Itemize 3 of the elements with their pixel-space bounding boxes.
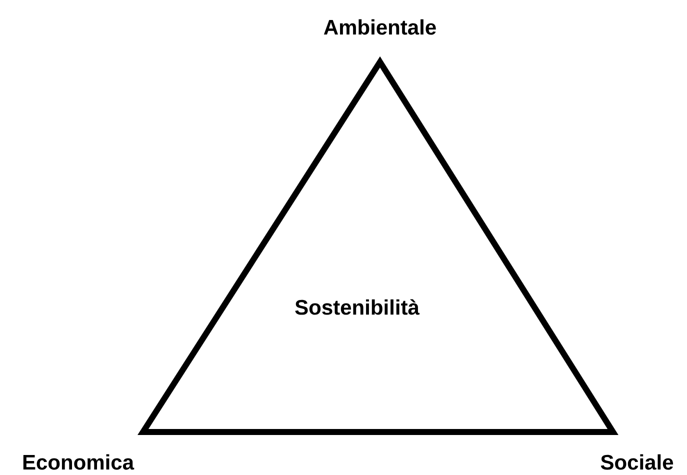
corner-label: Ambientale	[324, 19, 436, 35]
corner-label: Sociale	[600, 454, 674, 470]
corner-label: Economica	[23, 454, 134, 470]
